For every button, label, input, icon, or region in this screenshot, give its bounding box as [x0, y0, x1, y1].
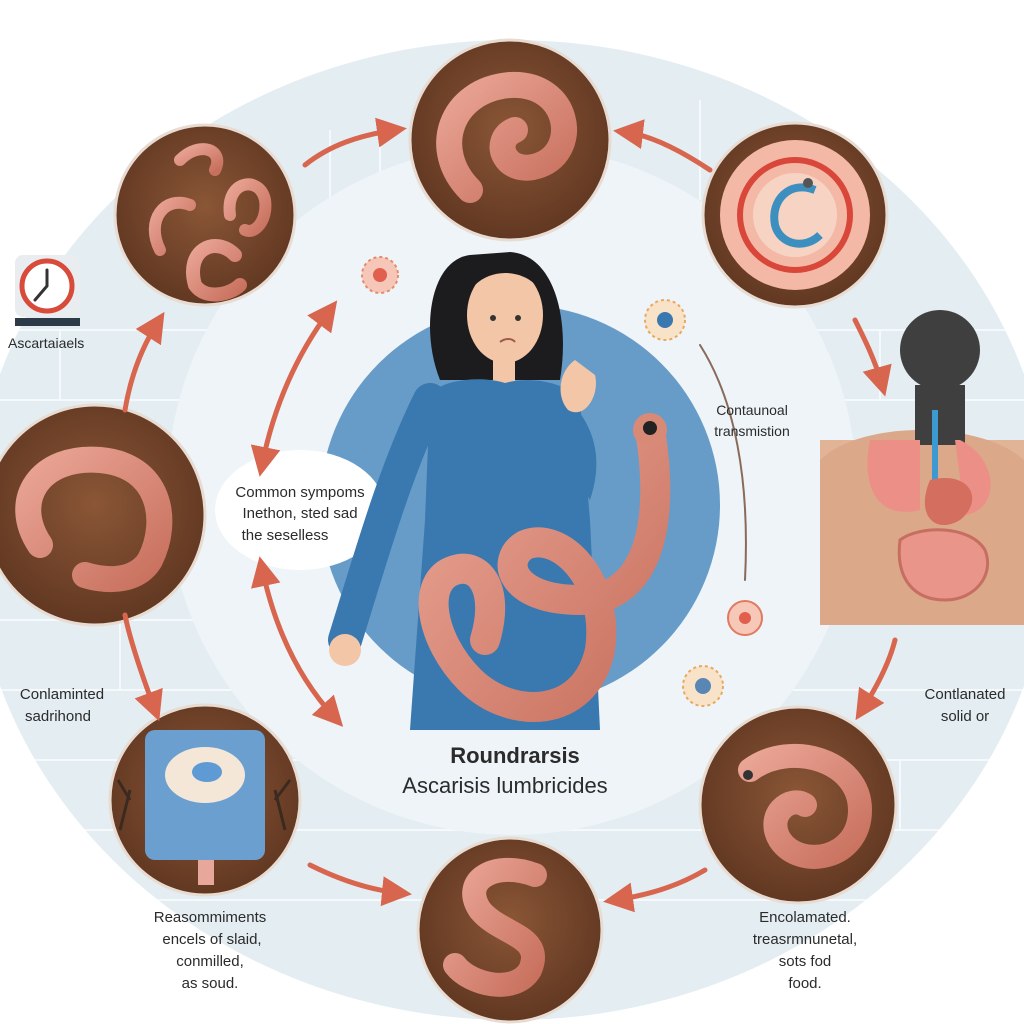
arrow-left-upper: [122, 311, 165, 413]
bottom-right-line-1: Encolamated.: [759, 909, 851, 926]
stage-human-host: [820, 310, 1024, 625]
inner-guide-arc: [699, 344, 747, 581]
egg-icon-2: [644, 299, 686, 341]
egg-icon-1: [361, 256, 399, 294]
stage-spiral-worm: [698, 705, 898, 905]
stage-larvae: [113, 123, 297, 307]
egg-icon-3: [727, 600, 763, 636]
stage-contaminated-water: [108, 703, 302, 897]
arrow-left-lower: [122, 612, 163, 722]
symptoms-bubble: [215, 450, 385, 570]
title-line-1: Roundrarsis: [450, 743, 580, 768]
symptoms-line-2: Inethon, sted sad: [242, 505, 357, 522]
contaminated-left-line-1: Conlaminted: [20, 686, 104, 703]
symptoms-line-3: the seselless: [242, 527, 329, 544]
clock-icon: [15, 255, 80, 326]
central-roundworm: [418, 413, 671, 722]
bottom-left-line-3: conmilled,: [176, 953, 244, 970]
symptoms-line-1: Common sympoms: [235, 484, 364, 501]
diagram-labels: Roundrarsis Ascarisis lumbricides Ascart…: [8, 335, 1005, 992]
contaminated-right-line-2: solid or: [941, 708, 989, 725]
contaminated-left-line-2: sadrihond: [25, 708, 91, 725]
arrow-inner-upper: [250, 300, 338, 477]
arrow-bottom-right: [603, 867, 708, 913]
stage-egg-cross-section: [701, 121, 889, 309]
stage-adult-worm-coil: [408, 38, 612, 242]
stage-worm-in-soil: [0, 403, 207, 627]
transmission-line-1: Contaunoal: [716, 402, 788, 418]
stage-s-worm-in-soil: [416, 836, 604, 1024]
arrow-top-left: [302, 117, 407, 168]
contaminated-right-line-1: Contlanated: [925, 686, 1006, 703]
bottom-right-line-2: treasrmnunetal,: [753, 931, 857, 948]
clock-label: Ascartaiaels: [8, 335, 84, 351]
bottom-right-line-4: food.: [788, 975, 821, 992]
arrow-right-lower: [855, 637, 898, 721]
bottom-right-line-3: sots fod: [779, 953, 832, 970]
arrow-bottom-left: [307, 862, 412, 907]
arrow-top-right: [613, 119, 713, 173]
transmission-line-2: transmistion: [714, 423, 789, 439]
bottom-left-line-1: Reasommiments: [154, 909, 267, 926]
arrow-right-down: [852, 317, 892, 397]
egg-icon-4: [682, 665, 724, 707]
arrow-inner-lower: [251, 556, 344, 727]
bottom-left-line-2: encels of slaid,: [162, 931, 261, 948]
cycle-arrows: [122, 117, 898, 913]
bottom-left-line-4: as soud.: [182, 975, 239, 992]
title-line-2: Ascarisis lumbricides: [402, 773, 607, 798]
